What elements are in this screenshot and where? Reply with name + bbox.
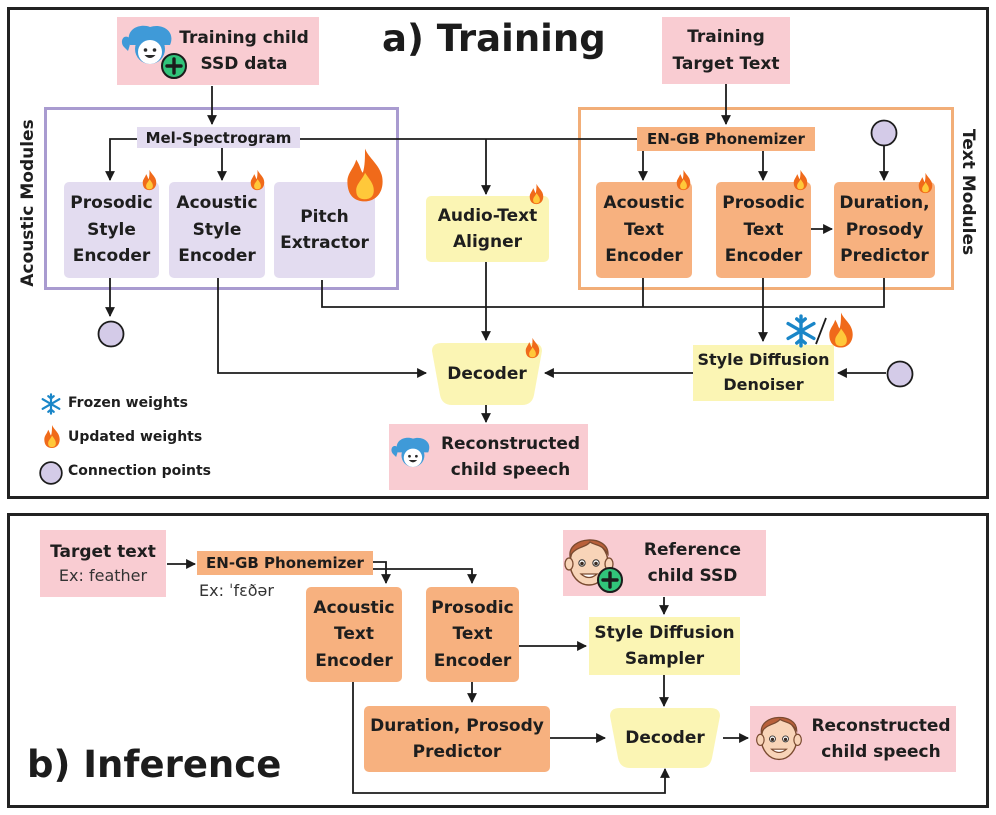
reference-ssd-label: Reference child SSD <box>643 539 742 586</box>
flame-icon <box>44 424 60 449</box>
duration-prosody-predictor: Duration, Prosody Predictor <box>834 182 935 278</box>
legend-updated: Updated weights <box>68 429 203 445</box>
flame-icon <box>918 172 933 194</box>
training-data-label: Training child SSD data <box>179 27 309 74</box>
child-girl-icon <box>391 437 430 467</box>
slash-divider <box>815 317 827 345</box>
training-target-text-box: Training Target Text <box>662 17 790 84</box>
acoustic-text-encoder: Acoustic Text Encoder <box>596 182 692 278</box>
target-text-label: Target text <box>50 541 156 562</box>
inference-title: b) Inference <box>27 743 282 786</box>
inference-phonemizer-bar: EN-GB Phonemizer <box>197 551 373 575</box>
acoustic-modules-group <box>44 107 399 290</box>
training-phonemizer-bar: EN-GB Phonemizer <box>637 127 815 151</box>
inference-decoder-shape <box>610 708 720 768</box>
legend-connection: Connection points <box>68 463 212 479</box>
snowflake-icon <box>41 393 61 415</box>
snowflake-icon <box>786 314 816 348</box>
plus-icon <box>597 567 623 593</box>
target-text-example: Ex: feather <box>58 566 148 586</box>
training-reconstructed-box: Reconstructed child speech <box>389 424 588 490</box>
connection-point-icon <box>39 461 63 485</box>
flame-icon <box>142 169 157 191</box>
connection-point-icon <box>886 360 914 388</box>
audio-text-aligner: Audio-Text Aligner <box>426 196 549 262</box>
inference-prosodic-text-encoder: Prosodic Text Encoder <box>426 587 519 682</box>
target-text-box: Target text Ex: feather <box>40 530 166 597</box>
flame-icon <box>829 312 853 348</box>
prosodic-style-encoder: Prosodic Style Encoder <box>64 182 159 278</box>
flame-icon <box>250 169 265 191</box>
flame-icon <box>347 148 383 202</box>
style-diffusion-sampler: Style Diffusion Sampler <box>589 617 740 675</box>
legend-frozen: Frozen weights <box>68 395 188 411</box>
flame-icon <box>676 169 691 191</box>
child-girl-icon <box>121 25 172 64</box>
training-decoder-shape <box>432 343 542 405</box>
training-decoder: Decoder <box>447 363 527 384</box>
plus-icon <box>161 53 187 79</box>
flame-icon <box>525 337 540 359</box>
child-boy-icon <box>756 716 802 761</box>
training-reconstructed-label: Reconstructed child speech <box>440 433 581 480</box>
inference-duration-predictor: Duration, Prosody Predictor <box>364 706 550 772</box>
connection-point-icon <box>97 320 125 348</box>
prosodic-text-encoder: Prosodic Text Encoder <box>716 182 811 278</box>
flame-icon <box>793 169 808 191</box>
connection-point-icon <box>870 119 898 147</box>
text-modules-group <box>578 107 954 290</box>
phoneme-example: Ex: ˈfɛðər <box>199 581 274 600</box>
inference-acoustic-text-encoder: Acoustic Text Encoder <box>306 587 402 682</box>
acoustic-style-encoder: Acoustic Style Encoder <box>169 182 265 278</box>
style-diffusion-denoiser: Style Diffusion Denoiser <box>693 345 834 401</box>
training-title: a) Training <box>382 17 606 60</box>
mel-spectrogram-bar: Mel-Spectrogram <box>137 127 300 148</box>
inference-reconstructed-label: Reconstructed child speech <box>811 715 951 762</box>
flame-icon <box>529 183 544 205</box>
inference-decoder: Decoder <box>625 727 705 748</box>
